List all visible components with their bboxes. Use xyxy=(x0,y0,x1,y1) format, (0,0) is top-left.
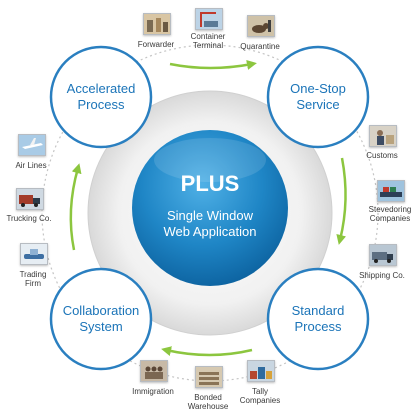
arrow-bottom xyxy=(161,346,253,357)
forwarder-label: Forwarder xyxy=(126,40,186,49)
hub-accelerated-line2: Process xyxy=(77,97,125,112)
container-crane-icon xyxy=(195,8,223,30)
container-terminal-label: Container Terminal xyxy=(178,32,238,50)
hub-one-stop-line2: Service xyxy=(296,97,340,112)
trading-line2: Firm xyxy=(25,279,41,288)
hub-collaboration-line2: System xyxy=(79,319,123,334)
immigration-queue-icon xyxy=(140,360,168,382)
hub-standard-label: Standard Process xyxy=(268,303,368,335)
trading-label: Trading Firm xyxy=(3,270,63,288)
customs-label: Customs xyxy=(352,151,412,160)
hub-accelerated-label: Accelerated Process xyxy=(51,81,151,113)
bonded-label: Bonded Warehouse xyxy=(178,393,238,411)
immigration-line1: Immigration xyxy=(132,387,174,396)
center-disc xyxy=(132,130,288,286)
airlines-label: Air Lines xyxy=(1,161,61,170)
customs-line1: Customs xyxy=(366,151,398,160)
trucking-line1: Trucking Co. xyxy=(6,214,52,223)
hub-collaboration-circle xyxy=(49,267,153,371)
arrow-right xyxy=(336,157,347,245)
center-title: PLUS xyxy=(180,171,240,196)
airlines-line1: Air Lines xyxy=(15,161,47,170)
cargo-ship-icon xyxy=(377,180,405,202)
truck-icon xyxy=(16,188,44,210)
tally-line1: Tally xyxy=(251,387,268,396)
stevedoring-line1: Stevedoring xyxy=(368,205,412,214)
container-terminal-line1: Container xyxy=(190,32,226,41)
tally-label: Tally Companies xyxy=(230,387,290,405)
tally-line2: Companies xyxy=(239,396,281,405)
shipping-line1: Shipping Co. xyxy=(359,271,405,280)
shipping-truck-icon xyxy=(369,244,397,266)
center-subtitle-line2: Web Application xyxy=(163,224,257,239)
warehouse-workers-icon xyxy=(143,13,171,35)
hub-collaboration-label: Collaboration System xyxy=(51,303,151,335)
forwarder-line1: Forwarder xyxy=(137,40,175,49)
quarantine-line1: Quarantine xyxy=(240,42,280,51)
customs-officer-icon xyxy=(369,125,397,147)
immigration-label: Immigration xyxy=(123,387,183,396)
hub-accelerated-circle xyxy=(49,45,153,149)
inspection-dog-icon xyxy=(247,15,275,37)
dotted-ring xyxy=(41,44,379,382)
hub-one-stop-circle xyxy=(266,45,370,149)
arrow-left xyxy=(69,163,82,251)
hub-one-stop-line1: One-Stop xyxy=(290,81,346,96)
cargo-stack-icon xyxy=(247,360,275,382)
shipping-label: Shipping Co. xyxy=(352,271,412,280)
trade-handshake-icon xyxy=(20,243,48,265)
container-terminal-line2: Terminal xyxy=(192,41,224,50)
trading-line1: Trading xyxy=(19,270,47,279)
center-highlight xyxy=(154,138,266,182)
airplane-icon xyxy=(18,134,46,156)
quarantine-label: Quarantine xyxy=(230,42,290,51)
arrow-top xyxy=(169,60,257,70)
hub-collaboration-line1: Collaboration xyxy=(62,303,140,318)
center-subtitle-line1: Single Window xyxy=(167,208,253,223)
stevedoring-label: Stevedoring Companies xyxy=(360,205,420,223)
bonded-line2: Warehouse xyxy=(187,402,229,411)
hub-standard-line2: Process xyxy=(294,319,342,334)
bonded-line1: Bonded xyxy=(194,393,222,402)
hub-accelerated-line1: Accelerated xyxy=(66,81,136,96)
hub-standard-line1: Standard xyxy=(291,303,345,318)
hub-one-stop-label: One-Stop Service xyxy=(268,81,368,113)
stevedoring-line2: Companies xyxy=(369,214,411,223)
trucking-label: Trucking Co. xyxy=(0,214,59,223)
bonded-storage-icon xyxy=(195,366,223,388)
hub-standard-circle xyxy=(266,267,370,371)
